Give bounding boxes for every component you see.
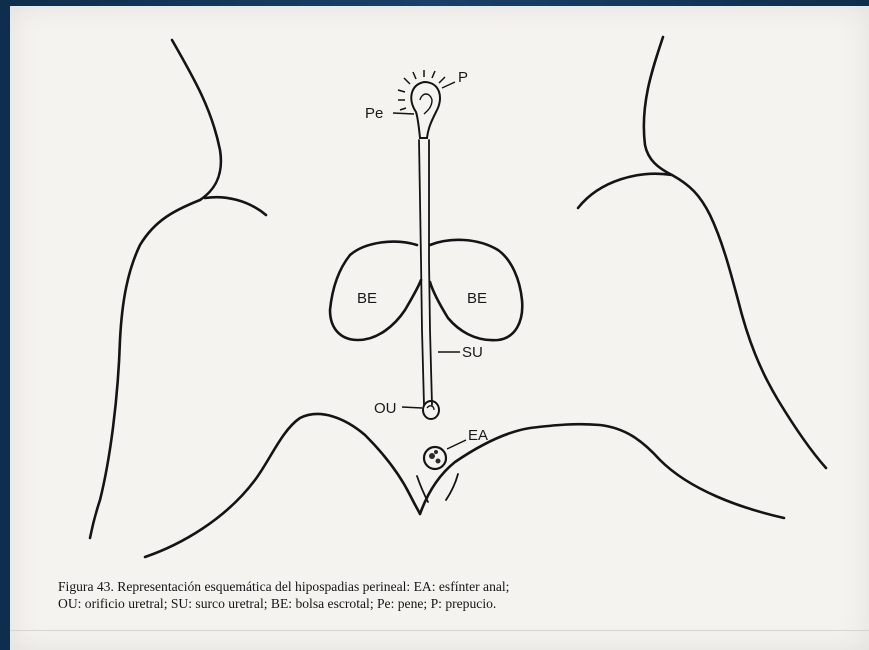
p-leader	[442, 82, 455, 88]
figure-caption: Figura 43. Representación esquemática de…	[58, 578, 838, 612]
label-ea: EA	[468, 427, 488, 444]
left-thigh-outline	[90, 40, 221, 538]
ou-leader	[402, 407, 422, 408]
label-be-right: BE	[467, 290, 487, 307]
anal-fold-left	[417, 476, 428, 502]
label-ou: OU	[374, 400, 397, 417]
label-pe: Pe	[365, 105, 383, 122]
caption-line-2: OU: orificio uretral; SU: surco uretral;…	[58, 595, 838, 612]
caption-line-1: Figura 43. Representación esquemática de…	[58, 578, 838, 595]
page-bottom-edge	[10, 630, 869, 631]
penis-rudiment	[411, 82, 440, 138]
perineum-contour	[145, 414, 784, 557]
right-thigh-outline	[644, 37, 826, 468]
label-su: SU	[462, 344, 483, 361]
anal-sphincter	[424, 447, 446, 469]
left-thigh-fold	[205, 197, 266, 215]
ea-leader	[447, 440, 466, 449]
urethral-groove-right-edge	[429, 140, 432, 405]
right-thigh-fold	[578, 174, 672, 208]
urethral-groove-left-edge	[419, 140, 424, 405]
anal-fold-right	[446, 474, 458, 500]
urethral-orifice	[423, 401, 439, 419]
label-p: P	[458, 69, 468, 86]
label-be-left: BE	[357, 290, 377, 307]
pe-leader	[393, 113, 414, 114]
